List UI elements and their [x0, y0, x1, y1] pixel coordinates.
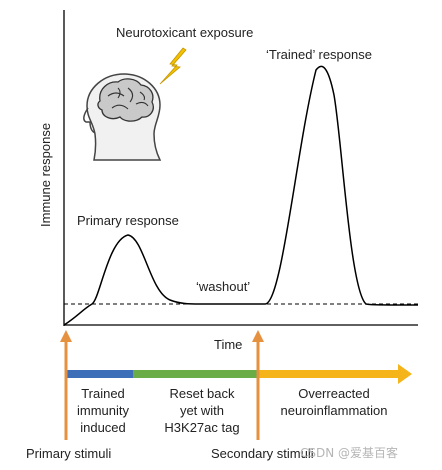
x-axis-label: Time [214, 337, 242, 352]
primary-stimulus-arrow [60, 330, 72, 440]
segment1-line1: Trained [81, 386, 125, 401]
timeline-segment-reset [133, 370, 258, 378]
primary-response-label: Primary response [77, 213, 179, 228]
secondary-stimulus-arrow [252, 330, 264, 440]
secondary-stimuli-label: Secondary stimuli [211, 446, 314, 461]
trained-response-label: ‘Trained’ response [266, 47, 372, 62]
neurotoxicant-exposure-label: Neurotoxicant exposure [116, 25, 253, 40]
lightning-bolt-icon [159, 47, 187, 85]
watermark: CSDN @爱基百客 [300, 445, 398, 460]
segment2-line1: Reset back [169, 386, 235, 401]
segment2-line3: H3K27ac tag [164, 420, 239, 435]
head-brain-icon [83, 73, 162, 161]
segment3-line1: Overreacted [298, 386, 370, 401]
immune-response-curve [63, 65, 419, 326]
segment1-line3: induced [80, 420, 126, 435]
segment3-line2: neuroinflammation [281, 403, 388, 418]
washout-label: ‘washout’ [196, 279, 250, 294]
timeline-segment-overreacted [258, 370, 398, 378]
y-axis-label: Immune response [38, 123, 53, 227]
timeline-arrowhead [398, 364, 412, 384]
timeline-segment-trained-immunity [66, 370, 133, 378]
segment1-line2: immunity [77, 403, 130, 418]
primary-stimuli-label: Primary stimuli [26, 446, 111, 461]
segment2-line2: yet with [180, 403, 224, 418]
